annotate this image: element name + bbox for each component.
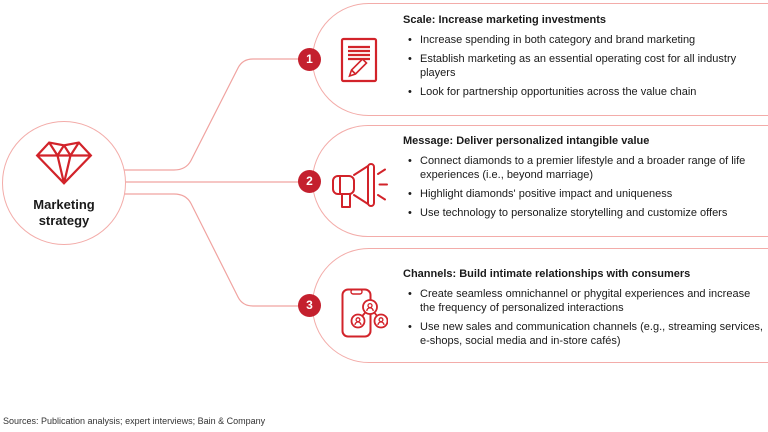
megaphone-icon [330,162,388,209]
bullet-item: Establish marketing as an essential oper… [403,52,768,80]
bullet-item: Use technology to personalize storytelli… [403,206,768,220]
bullet-item: Increase spending in both category and b… [403,33,768,47]
branch-bullet-list: Increase spending in both category and b… [403,33,768,99]
branch-box-message: Message: Deliver personalized intangible… [312,125,768,237]
connector-branch-3 [64,193,310,307]
branch-title: Message: Deliver personalized intangible… [403,135,650,147]
branch-number-badge-2: 2 [298,170,321,193]
diamond-icon [33,137,95,192]
bullet-item: Highlight diamonds' positive impact and … [403,187,768,201]
document-pencil-icon [340,37,378,83]
branch-box-channels: Channels: Build intimate relationships w… [312,248,768,363]
hub-circle: Marketing strategy [2,121,126,245]
hub-label: Marketing strategy [33,197,95,228]
branch-number-badge-3: 3 [298,294,321,317]
bullet-item: Create seamless omnichannel or phygital … [403,287,768,315]
branch-title: Channels: Build intimate relationships w… [403,268,691,280]
branch-bullet-list: Create seamless omnichannel or phygital … [403,287,768,348]
branch-number-badge-1: 1 [298,48,321,71]
branch-box-scale: Scale: Increase marketing investments In… [312,3,768,116]
branch-bullet-list: Connect diamonds to a premier lifestyle … [403,154,768,220]
branch-title: Scale: Increase marketing investments [403,14,606,26]
connector-branch-1 [64,58,310,171]
bullet-item: Use new sales and communication channels… [403,320,768,348]
bullet-item: Look for partnership opportunities acros… [403,85,768,99]
sources-note: Sources: Publication analysis; expert in… [3,416,266,426]
bullet-item: Connect diamonds to a premier lifestyle … [403,154,768,182]
smartphone-contacts-icon [341,288,388,338]
